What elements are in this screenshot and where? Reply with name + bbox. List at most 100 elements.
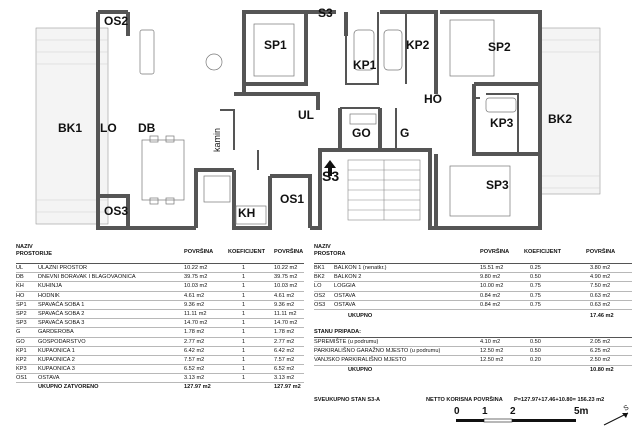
total-area: 127.97 m2 [184,384,211,391]
subtotal-label: UKUPNO [348,312,373,319]
header-area: POVRŠINA [480,249,510,255]
room-kp3-label: KP3 [490,116,514,130]
cell-code: SP1 [16,301,27,308]
cell-net: 3.80 m2 [590,265,611,271]
cell-net: 7.50 m2 [590,283,611,290]
cell-coef: 1 [242,347,246,354]
cell-name: GOSPODARSTVO [38,338,86,345]
cell-area: 12.50 m2 [480,357,504,364]
cell-code: OS1 [16,375,28,382]
cell-code: OS2 [314,292,326,299]
cell-coef: 0.75 [530,292,541,299]
cell-coef: 1 [242,329,246,336]
cell-net: 6.52 m2 [274,366,295,373]
scale-tick-0: 0 [454,406,460,417]
entrance-arrow-icon [324,160,336,176]
cell-name: OSTAVA [38,375,60,382]
room-ul-label: UL [298,108,314,122]
cell-coef: 1 [242,310,246,317]
cell-coef: 1 [242,301,246,308]
cell-code: DB [16,274,24,281]
header-name: NAZIV PROSTORA [314,244,346,258]
cell-coef: 1 [242,283,246,290]
room-db-label: DB [138,121,156,135]
room-kp1-label: KP1 [353,58,377,72]
cell-net: 39.75 m2 [274,274,298,281]
cell-name: SPREMIŠTE (u podrumu) [314,338,379,345]
cell-net: 2.05 m2 [590,338,611,345]
room-os3-label: OS3 [104,204,129,218]
table-header: NAZIV PROSTORIJE POVRŠINA KOEFICIJENT PO… [16,244,304,264]
cell-net: 11.11 m2 [274,310,297,317]
cell-net: 14.70 m2 [274,320,298,327]
room-s3-top-label: S3 [318,6,333,20]
cell-coef: 1 [242,265,246,271]
room-sp1-label: SP1 [264,38,287,52]
cell-code: KP2 [16,356,27,363]
cell-area: 0.84 m2 [480,301,501,308]
cell-net: 7.57 m2 [274,356,295,363]
cell-code: KH [16,283,24,290]
cell-coef: 0.50 [530,338,541,345]
cell-area: 3.13 m2 [184,375,205,382]
cell-code: LO [314,283,322,290]
cell-name: BALKON 2 [334,274,362,281]
scale-graphic [456,412,629,426]
closed-area-table: NAZIV PROSTORIJE POVRŠINA KOEFICIJENT PO… [16,244,304,393]
cell-code: BK2 [314,274,325,281]
cell-area: 15.51 m2 [480,265,504,271]
open-area-table: NAZIV PROSTORA POVRŠINA KOEFICIJENT POVR… [314,244,632,375]
cell-area: 9.36 m2 [184,301,205,308]
cell-area: 9.80 m2 [480,274,501,281]
grand-total-formula: P=127.97+17.46+10.80= 156.23 m2 [514,397,605,403]
cell-area: 6.42 m2 [184,347,205,354]
cell-net: 10.22 m2 [274,265,298,271]
scale-tick-2: 2 [510,406,516,417]
cell-area: 7.57 m2 [184,356,205,363]
cell-code: BK1 [314,265,325,271]
furniture [139,19,517,225]
cell-net: 6.25 m2 [590,348,611,355]
scale-tick-5m: 5m [574,406,589,417]
cell-name: OSTAVA [334,292,356,299]
header-name: NAZIV PROSTORIJE [16,244,52,258]
cell-area: 10.22 m2 [184,265,208,271]
cell-name: GARDEROBA [38,329,74,336]
cell-name: OSTAVA [334,301,356,308]
cell-net: 0.63 m2 [590,292,611,299]
cell-code: OS3 [314,301,326,308]
cell-area: 1.78 m2 [184,329,205,336]
subtotal2-label: UKUPNO [348,366,373,373]
cell-area: 39.75 m2 [184,274,208,281]
header-coef: KOEFICIJENT [228,249,265,255]
header-coef: KOEFICIJENT [524,249,561,255]
cell-coef: 1 [242,356,246,363]
cell-name: LOGGIA [334,283,356,290]
subtotal2-row: UKUPNO 10.80 m2 [314,366,632,375]
outer-walls [96,10,542,230]
cell-area: 4.61 m2 [184,292,205,299]
cell-net: 0.63 m2 [590,301,611,308]
room-bk2-label: BK2 [548,112,573,126]
cell-net: 1.78 m2 [274,329,295,336]
header-net-area: POVRŠINA [274,249,304,255]
cell-coef: 1 [242,366,246,373]
cell-name: SPAVAĆA SOBA 1 [38,301,85,308]
cell-coef: 1 [242,320,246,327]
room-s3-label: S3 [322,168,340,184]
